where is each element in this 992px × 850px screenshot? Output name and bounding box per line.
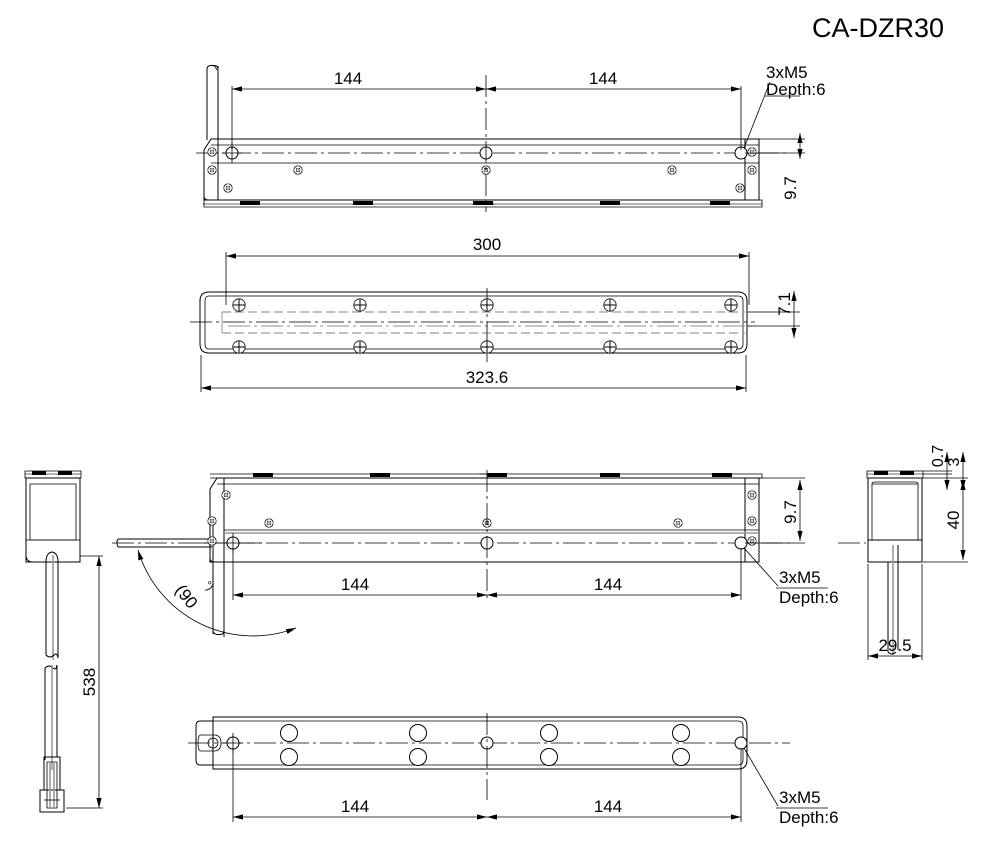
note-depth6-front: Depth:6 bbox=[779, 588, 839, 607]
note-3xm5-top: 3xM5 bbox=[766, 63, 808, 82]
dim-label-300: 300 bbox=[473, 235, 501, 254]
dim-label-9point7: 9.7 bbox=[781, 176, 800, 200]
dim-label-144-left: 144 bbox=[334, 69, 362, 88]
dim-label-7point1: 7.1 bbox=[775, 292, 794, 316]
dim-label-144-right-bottom: 144 bbox=[594, 797, 622, 816]
page-title: CA-DZR30 bbox=[812, 13, 944, 43]
dim-label-144-left-front: 144 bbox=[341, 575, 369, 594]
dim-label-9point7-front: 9.7 bbox=[781, 500, 800, 524]
plan-view: 300 323.6 7.1 bbox=[190, 235, 800, 392]
top-view: 144 144 9.7 3xM5 Depth:6 bbox=[196, 63, 826, 212]
dim-label-538: 538 bbox=[80, 668, 99, 696]
dim-label-144-left-bottom: 144 bbox=[341, 797, 369, 816]
left-side-view: 538 bbox=[24, 470, 103, 813]
dim-label-29point5: 29.5 bbox=[878, 636, 911, 655]
note-depth6-bottom: Depth:6 bbox=[779, 808, 839, 827]
dim-label-144-right-front: 144 bbox=[594, 575, 622, 594]
bottom-view: 144 144 3xM5 Depth:6 bbox=[188, 713, 839, 827]
dim-label-144-right: 144 bbox=[589, 69, 617, 88]
m5-hole bbox=[734, 736, 748, 750]
dim-label-40: 40 bbox=[944, 511, 963, 530]
dim-label-323point6: 323.6 bbox=[466, 368, 509, 387]
note-3xm5-bottom: 3xM5 bbox=[779, 788, 821, 807]
front-view: (90 °) 144 144 9.7 3xM5 Depth:6 bbox=[112, 470, 839, 637]
note-3xm5-front: 3xM5 bbox=[779, 568, 821, 587]
dim-label-0point7: 0.7 bbox=[930, 445, 947, 467]
note-depth6-top: Depth:6 bbox=[766, 80, 826, 99]
dim-label-3: 3 bbox=[946, 457, 963, 466]
right-side-view: 0.7 3 40 29.5 bbox=[838, 445, 968, 660]
